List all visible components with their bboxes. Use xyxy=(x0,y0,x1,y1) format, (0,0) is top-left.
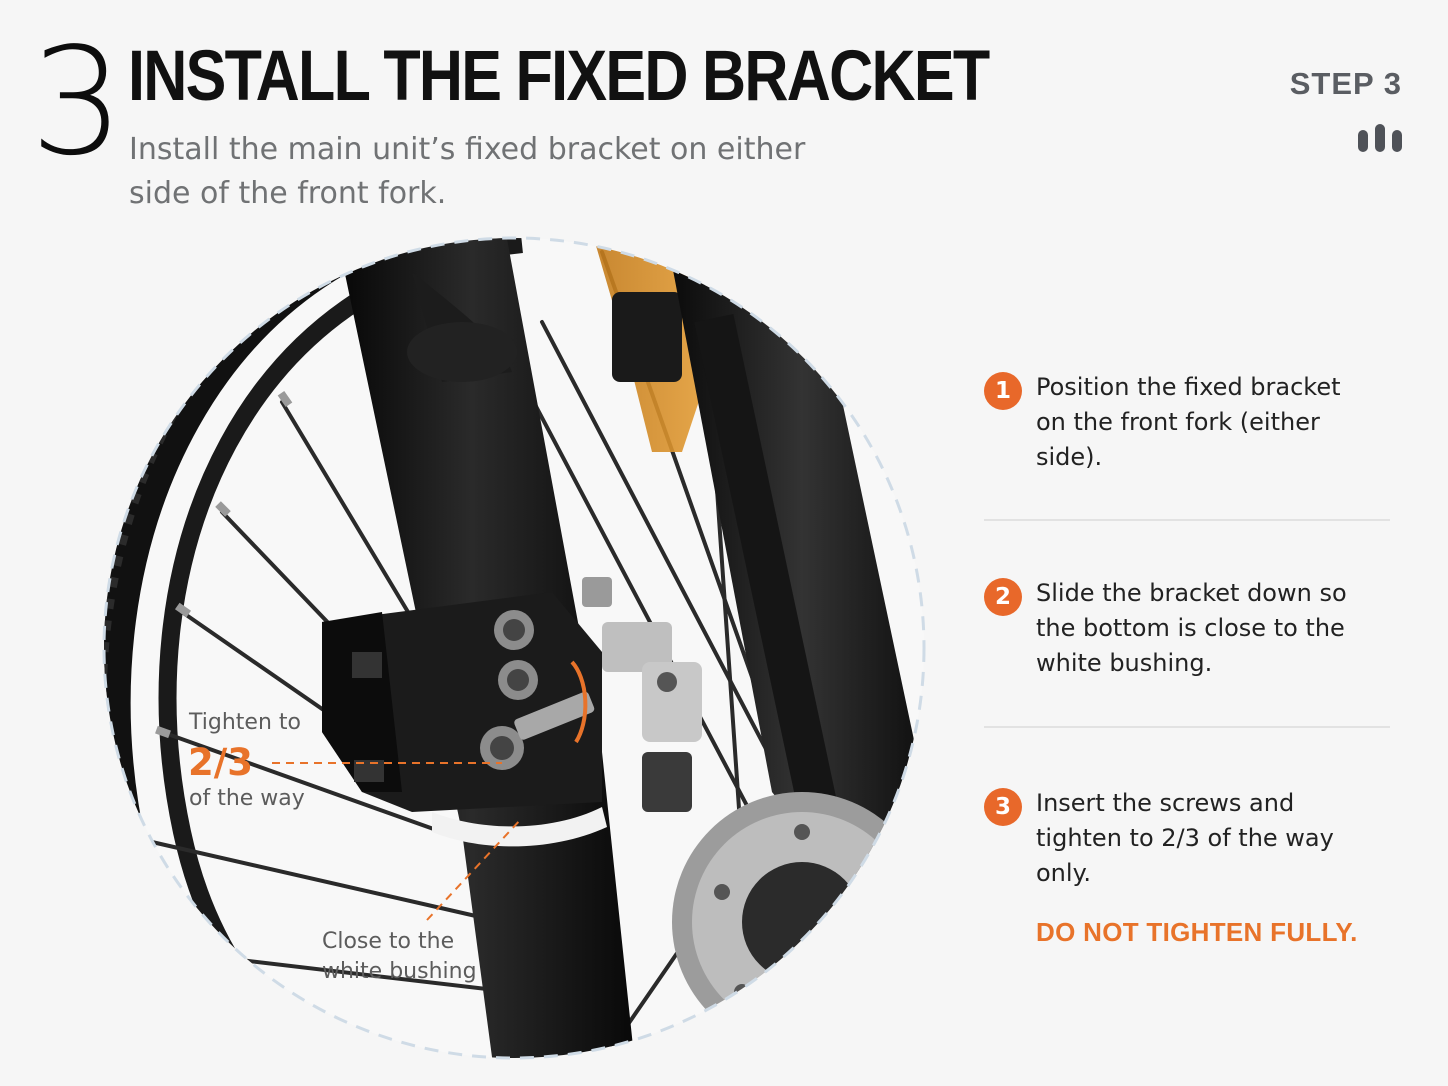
divider xyxy=(984,726,1390,728)
callout-tighten-suffix: of the way xyxy=(189,786,305,811)
instruction-text-2: Slide the bracket down so the bottom is … xyxy=(1036,579,1347,677)
instruction-item-2: 2 Slide the bracket down so the bottom i… xyxy=(984,576,1390,681)
divider xyxy=(984,519,1390,521)
signal-bars-icon xyxy=(1358,124,1402,152)
instruction-list: 1 Position the fixed bracket on the fron… xyxy=(984,370,1390,948)
page-title: INSTALL THE FIXED BRACKET xyxy=(128,37,990,116)
step-badge-3: 3 xyxy=(984,788,1022,826)
page-subtitle: Install the main unit’s fixed bracket on… xyxy=(129,132,806,211)
warning-text: DO NOT TIGHTEN FULLY. xyxy=(1036,917,1358,947)
callout-bushing-line1: Close to the xyxy=(322,929,455,954)
callout-tighten-value: 2/3 xyxy=(188,741,254,784)
callout-tighten-label: Tighten to xyxy=(189,710,301,735)
instruction-text-1: Position the fixed bracket on the front … xyxy=(1036,373,1341,471)
step-number: 3 xyxy=(30,16,124,188)
step-label: STEP 3 xyxy=(1289,66,1402,101)
instruction-text-3: Insert the screws and tighten to 2/3 of … xyxy=(1036,789,1334,887)
instruction-item-1: 1 Position the fixed bracket on the fron… xyxy=(984,370,1390,475)
fork-bracket-photo xyxy=(102,236,926,1060)
step-badge-2: 2 xyxy=(984,578,1022,616)
callout-bushing-line2: white bushing xyxy=(322,959,477,984)
instruction-item-3: 3 Insert the screws and tighten to 2/3 o… xyxy=(984,786,1390,891)
step-badge-1: 1 xyxy=(984,372,1022,410)
